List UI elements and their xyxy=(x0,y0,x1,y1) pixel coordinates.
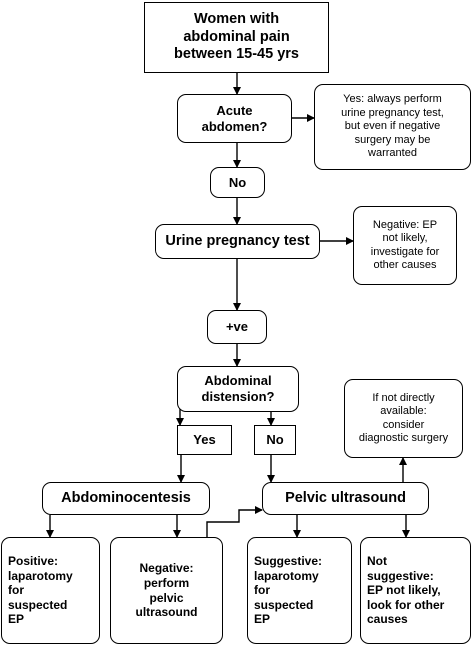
abdominal-distension-decision: Abdominal distension? xyxy=(177,366,299,412)
acute-yes-note: Yes: always perform urine pregnancy test… xyxy=(314,84,471,170)
negative-ultrasound-node: Negative: perform pelvic ultrasound xyxy=(110,537,223,644)
negative-note: Negative: EP not likely, investigate for… xyxy=(353,206,457,285)
not-available-note: If not directly available: consider diag… xyxy=(344,379,463,458)
start-node: Women with abdominal pain between 15-45 … xyxy=(144,2,329,73)
yes-node: Yes xyxy=(177,425,232,455)
suggestive-laparotomy-node: Suggestive: laparotomy for suspected EP xyxy=(247,537,352,644)
no-node-1: No xyxy=(210,167,265,198)
urine-pregnancy-test-node: Urine pregnancy test xyxy=(155,224,320,259)
not-suggestive-node: Not suggestive: EP not likely, look for … xyxy=(360,537,471,644)
pelvic-ultrasound-node: Pelvic ultrasound xyxy=(262,482,429,515)
acute-abdomen-decision: Acute abdomen? xyxy=(177,94,292,143)
no-node-2: No xyxy=(254,425,296,455)
positive-node: +ve xyxy=(207,310,267,344)
positive-laparotomy-node: Positive: laparotomy for suspected EP xyxy=(1,537,100,644)
abdominocentesis-node: Abdominocentesis xyxy=(42,482,210,515)
arrow-negative-to-pelvic-us xyxy=(206,506,263,548)
